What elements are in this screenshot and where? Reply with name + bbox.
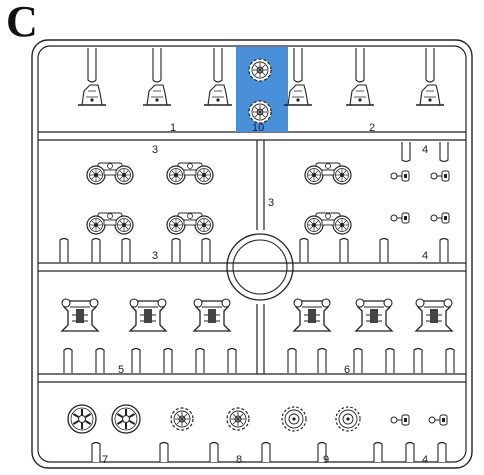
link-part[interactable] — [428, 414, 448, 426]
bracket-part[interactable] — [283, 84, 313, 106]
part-label: 1 — [170, 122, 176, 134]
arm-part[interactable] — [293, 298, 331, 332]
road-wheel-part[interactable] — [111, 404, 141, 434]
idler-part[interactable] — [335, 406, 361, 432]
part-label: 3 — [268, 197, 274, 209]
arm-part[interactable] — [355, 298, 393, 332]
bracket-part[interactable] — [203, 84, 233, 106]
part-label: 3 — [152, 144, 158, 156]
part-label: 5 — [118, 364, 124, 376]
sprue-frame — [31, 39, 473, 469]
row4-stubs — [91, 441, 447, 462]
bogie-part[interactable] — [87, 163, 133, 184]
bogie-part[interactable] — [305, 163, 351, 184]
row4-parts — [67, 404, 448, 434]
link-part[interactable] — [390, 414, 410, 426]
bracket-part[interactable] — [415, 84, 445, 106]
bracket-part[interactable] — [77, 84, 107, 106]
arm-part[interactable] — [193, 298, 231, 332]
link-part[interactable] — [390, 170, 410, 182]
bogie-part[interactable] — [305, 213, 351, 234]
link-part[interactable] — [430, 212, 450, 224]
row1-stubs — [87, 48, 435, 83]
arm-part[interactable] — [415, 298, 453, 332]
bogie-part[interactable] — [167, 163, 213, 184]
arm-part[interactable] — [61, 298, 99, 332]
bogie-part[interactable] — [87, 213, 133, 234]
sprocket-part[interactable] — [248, 100, 272, 124]
part-label: 4 — [422, 454, 428, 466]
road-wheel-part[interactable] — [67, 404, 97, 434]
sprocket-part[interactable] — [248, 58, 272, 82]
part-label: 6 — [344, 364, 350, 376]
part-label: 4 — [422, 250, 428, 262]
row2-stubs — [59, 142, 449, 262]
bracket-part[interactable] — [345, 84, 375, 106]
part-number-labels: 1 10 2 3 4 3 3 4 5 6 7 8 9 4 — [102, 122, 428, 466]
part-label: 7 — [102, 454, 108, 466]
bogie-part[interactable] — [167, 213, 213, 234]
part-label: 8 — [236, 454, 242, 466]
part-label: 4 — [422, 144, 428, 156]
sheet-letter: C — [6, 0, 38, 46]
part-label: 3 — [152, 250, 158, 262]
arm-part[interactable] — [129, 298, 167, 332]
link-part[interactable] — [390, 212, 410, 224]
bracket-part[interactable] — [142, 84, 172, 106]
sprocket-part[interactable] — [170, 407, 194, 431]
part-label: 9 — [323, 454, 329, 466]
row3-stubs — [63, 347, 455, 373]
idler-part[interactable] — [281, 406, 307, 432]
part-label: 10 — [252, 122, 264, 134]
part-label: 2 — [369, 122, 375, 134]
link-part[interactable] — [430, 170, 450, 182]
sprocket-part[interactable] — [226, 407, 250, 431]
